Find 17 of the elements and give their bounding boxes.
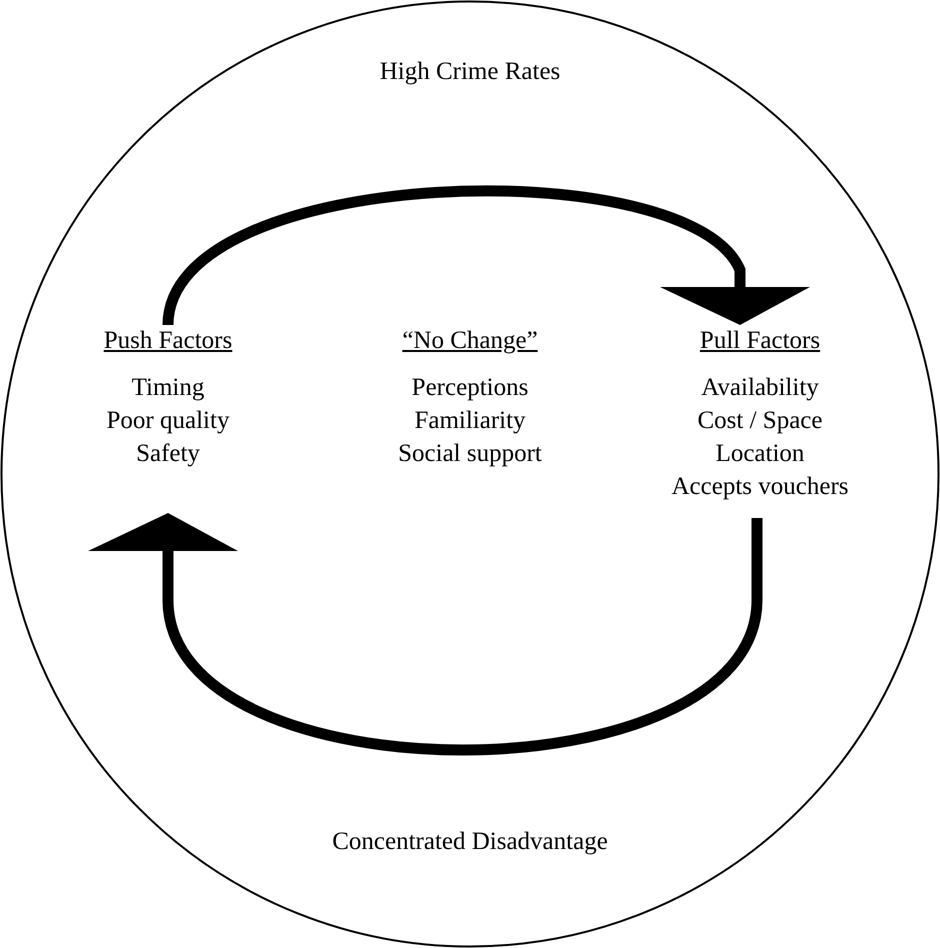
region-label: Concentrated Disadvantage [331,828,609,856]
list-item: Accepts vouchers [670,472,850,502]
list-item: Social support [397,439,543,469]
list-item: Location [714,439,806,469]
column-heading: Pull Factors [698,326,822,356]
list-item: Cost / Space [696,406,824,436]
list-item: Availability [700,373,820,403]
curved-arrow [162,186,810,326]
list-item: Poor quality [106,406,230,436]
column-heading: “No Change” [401,326,539,356]
curved-arrow [88,513,762,756]
list-item: Timing [130,373,206,403]
list-item: Perceptions [410,373,530,403]
region-label: High Crime Rates [378,58,562,86]
list-item: Familiarity [413,406,527,436]
list-item: Safety [135,439,201,469]
column-heading: Push Factors [102,326,234,356]
